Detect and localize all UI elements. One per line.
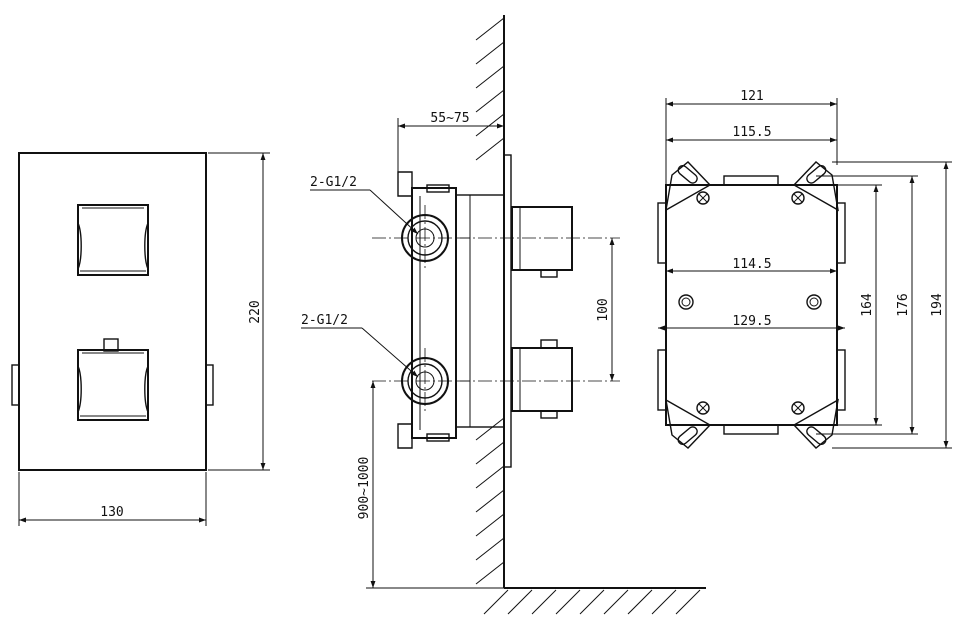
dim-box-top-width: 115.5: [666, 125, 837, 143]
left-peg: [11, 364, 20, 406]
flange-left-top: [657, 202, 667, 264]
dim-box-inner-height: 164: [838, 184, 882, 426]
dim-spacing: 100: [596, 238, 615, 381]
dim-front-height: 220: [208, 152, 270, 471]
dim-box-outer-height: 194: [832, 161, 952, 449]
box-inner-height-label: 164: [860, 293, 875, 317]
leader-inlet-bottom: 2-G1/2: [301, 313, 419, 378]
screw-tl: [696, 191, 710, 205]
dim-box-mid-height: 176: [816, 175, 918, 435]
hole-left: [678, 294, 694, 310]
front-width-label: 130: [100, 505, 123, 520]
side-handle-top: [511, 206, 573, 278]
front-plate: [18, 152, 207, 471]
inlet-bottom-label: 2-G1/2: [301, 313, 348, 328]
box-low-width-label: 129.5: [732, 314, 771, 329]
upper-knob: [77, 204, 149, 276]
dim-depth: 55~75: [397, 111, 505, 172]
screw-br: [791, 401, 805, 415]
leader-inlet-top: 2-G1/2: [310, 175, 419, 235]
dim-box-mid-width: 114.5: [666, 257, 837, 274]
ear-bottom-left: [665, 398, 712, 449]
hole-right: [806, 294, 822, 310]
box-outline: [665, 184, 838, 426]
box-mid-width-label: 114.5: [732, 257, 771, 272]
valve-body: [397, 154, 512, 468]
front-height-label: 220: [248, 300, 263, 323]
front-view: 130 220: [11, 152, 270, 526]
ear-top-right: [792, 161, 839, 212]
wall-hatch: [475, 17, 505, 585]
depth-label: 55~75: [430, 111, 469, 126]
dim-height-floor: 900~1000: [357, 381, 504, 589]
side-handle-bottom: [511, 339, 573, 419]
ear-top-left: [665, 161, 712, 212]
box-top-width-label: 115.5: [732, 125, 771, 140]
box-mid-height-label: 176: [896, 293, 911, 316]
flange-right-top: [836, 202, 846, 264]
dim-front-width: 130: [18, 472, 207, 526]
height-floor-label: 900~1000: [357, 457, 372, 520]
screw-bl: [696, 401, 710, 415]
inlet-top-label: 2-G1/2: [310, 175, 357, 190]
lower-knob: [77, 338, 149, 421]
spacing-label: 100: [596, 298, 611, 321]
side-view: 55~75 2-G1/2 2-G1/2 100 900~1000: [301, 15, 706, 615]
right-peg: [205, 364, 214, 406]
box-view: 121 115.5 114.5 129.5 164 176: [657, 89, 952, 449]
ear-bottom-right: [792, 398, 839, 449]
flange-left-bottom: [657, 349, 667, 411]
floor-hatch: [483, 589, 701, 615]
screw-tr: [791, 191, 805, 205]
box-outer-height-label: 194: [930, 293, 945, 317]
box-outer-width-label: 121: [740, 89, 763, 104]
dim-box-low-width: 129.5: [658, 314, 845, 331]
